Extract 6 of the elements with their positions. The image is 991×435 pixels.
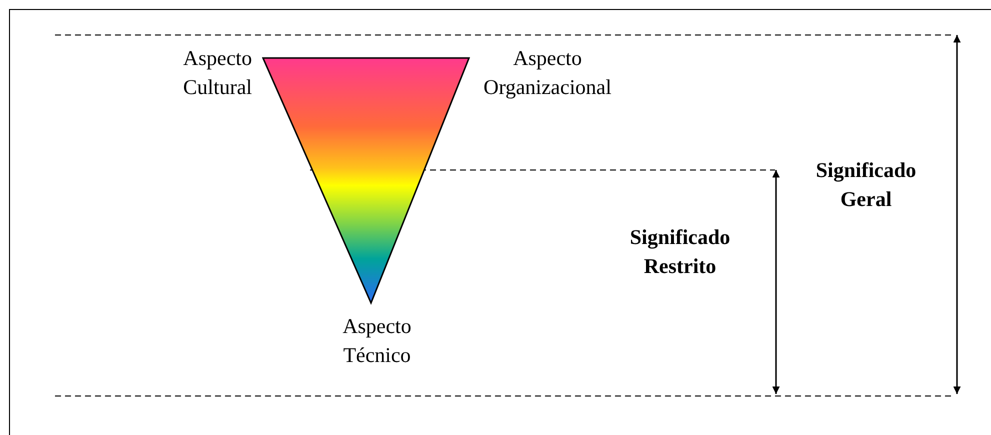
dimension-label: Significado Geral xyxy=(814,157,918,213)
inverted-triangle xyxy=(262,57,470,305)
corner-label: Aspecto Organizacional xyxy=(482,45,612,101)
corner-label: Aspecto Cultural xyxy=(182,45,252,101)
corner-label: Aspecto Técnico xyxy=(342,313,412,369)
dimension-label: Significado Restrito xyxy=(628,224,732,280)
